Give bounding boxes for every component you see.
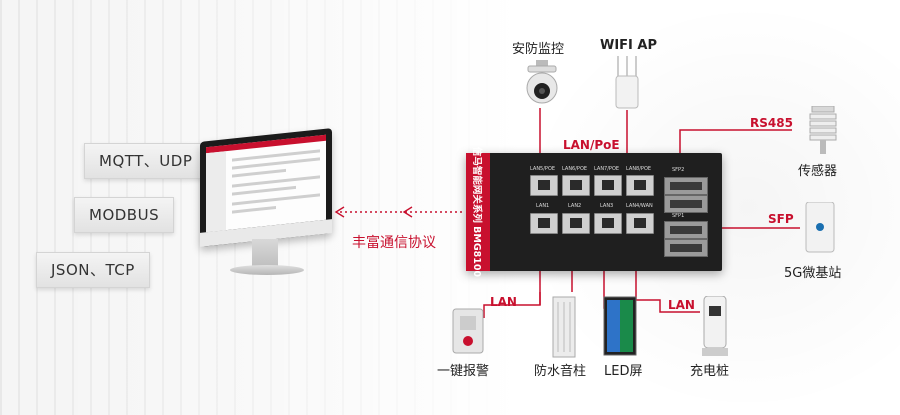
ethernet-port (594, 213, 622, 234)
sfp-port (664, 239, 708, 257)
ethernet-port (594, 175, 622, 196)
device-label: 信马智能网关系列 BMG8100 (471, 146, 482, 278)
caption-sensor: 传感器 (798, 164, 838, 179)
port-label-lan1: LAN1 (536, 203, 550, 209)
label-lan-poe: LAN/PoE (563, 138, 620, 152)
sfp-label-1: SFP1 (672, 213, 685, 219)
caption-alarm: 一键报警 (437, 364, 490, 379)
caption-charger: 充电桩 (690, 364, 730, 379)
port-label-lan4: LAN4/WAN (626, 203, 653, 209)
protocol-caption: 丰富通信协议 (352, 235, 436, 251)
sfp-port (664, 195, 708, 213)
ethernet-port (562, 213, 590, 234)
sfp-port (664, 221, 708, 239)
ethernet-port (562, 175, 590, 196)
protocol-pill-mqtt-udp: MQTT、UDP (84, 143, 208, 179)
port-label-lan7: LAN7/POE (594, 166, 620, 172)
device-label-strip: 信马智能网关系列 BMG8100 (466, 147, 490, 277)
protocol-pill-json-tcp: JSON、TCP (36, 252, 150, 288)
port-label-lan3: LAN3 (600, 203, 614, 209)
gateway-device: 信马智能网关系列 BMG8100 LAN5/POE LAN6/POE LAN7/… (466, 147, 722, 277)
speaker-column-icon (552, 296, 576, 358)
monitor-image (200, 128, 332, 285)
label-sfp: SFP (768, 212, 794, 226)
caption-speaker: 防水音柱 (534, 364, 587, 379)
port-label-lan6: LAN6/POE (562, 166, 588, 172)
label-lan-right: LAN (668, 298, 695, 312)
led-screen-icon (603, 296, 637, 356)
port-label-lan2: LAN2 (568, 203, 582, 209)
ethernet-port (530, 175, 558, 196)
caption-camera: 安防监控 (512, 42, 565, 57)
alarm-button-icon (452, 308, 484, 354)
sfp-label-2: SFP2 (672, 167, 685, 173)
caption-led: LED屏 (604, 364, 643, 379)
base-station-icon (805, 202, 835, 253)
port-label-lan5: LAN5/POE (530, 166, 556, 172)
ethernet-port (626, 175, 654, 196)
ethernet-port (626, 213, 654, 234)
caption-wifi: WIFI AP (600, 38, 658, 53)
caption-base-station: 5G微基站 (784, 266, 842, 281)
port-label-lan8: LAN8/POE (626, 166, 652, 172)
charging-pile-icon (702, 296, 728, 356)
security-camera-icon (526, 60, 558, 104)
label-rs485: RS485 (750, 116, 793, 130)
label-lan-left: LAN (490, 295, 517, 309)
wifi-ap-icon (615, 56, 639, 109)
sensor-icon (809, 106, 837, 154)
protocol-pill-modbus: MODBUS (74, 197, 175, 233)
ethernet-port (530, 213, 558, 234)
sfp-port (664, 177, 708, 195)
